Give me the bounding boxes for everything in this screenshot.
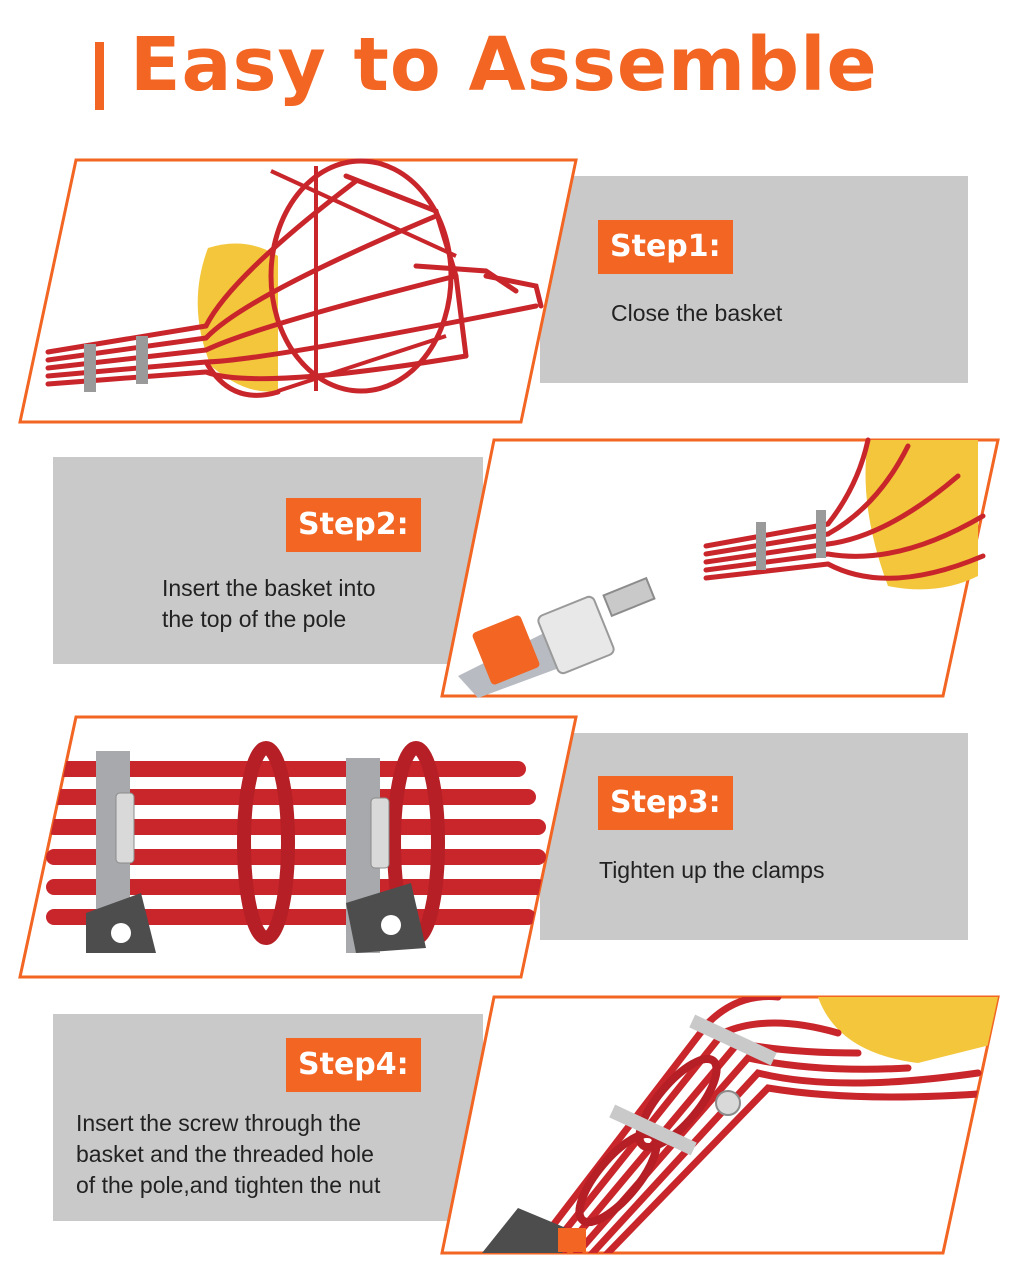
step4-description: Insert the screw through the basket and … (76, 1108, 380, 1201)
step4-image-panel (438, 993, 1002, 1258)
step4-description-line: basket and the threaded hole (76, 1141, 374, 1167)
pole-and-basket-icon (440, 437, 1000, 698)
step2-image-panel (438, 436, 1002, 701)
clamps-closeup-icon (18, 715, 578, 979)
step1-text-panel (540, 176, 968, 383)
title-accent-bar (95, 42, 104, 110)
step4-badge: Step4: (286, 1038, 421, 1092)
step3-image-panel (16, 713, 581, 981)
step2-description-line: Insert the basket into (162, 575, 376, 601)
step3-badge: Step3: (598, 776, 733, 830)
step1-badge: Step1: (598, 220, 733, 274)
step3-description: Tighten up the clamps (599, 857, 825, 883)
step2-description-line: the top of the pole (162, 606, 347, 632)
step2-text-panel (53, 457, 483, 664)
step3-text-panel (540, 733, 968, 940)
step2-badge: Step2: (286, 498, 421, 552)
step4-description-line: of the pole,and tighten the nut (76, 1172, 381, 1198)
step2-description: Insert the basket into the top of the po… (162, 573, 376, 635)
step1-description: Close the basket (611, 300, 783, 326)
step1-image-panel (16, 156, 581, 428)
page-title: Easy to Assemble (130, 22, 878, 108)
step4-description-line: Insert the screw through the (76, 1110, 362, 1136)
assembled-pole-icon (440, 995, 1000, 1255)
basket-cage-icon (18, 158, 578, 424)
